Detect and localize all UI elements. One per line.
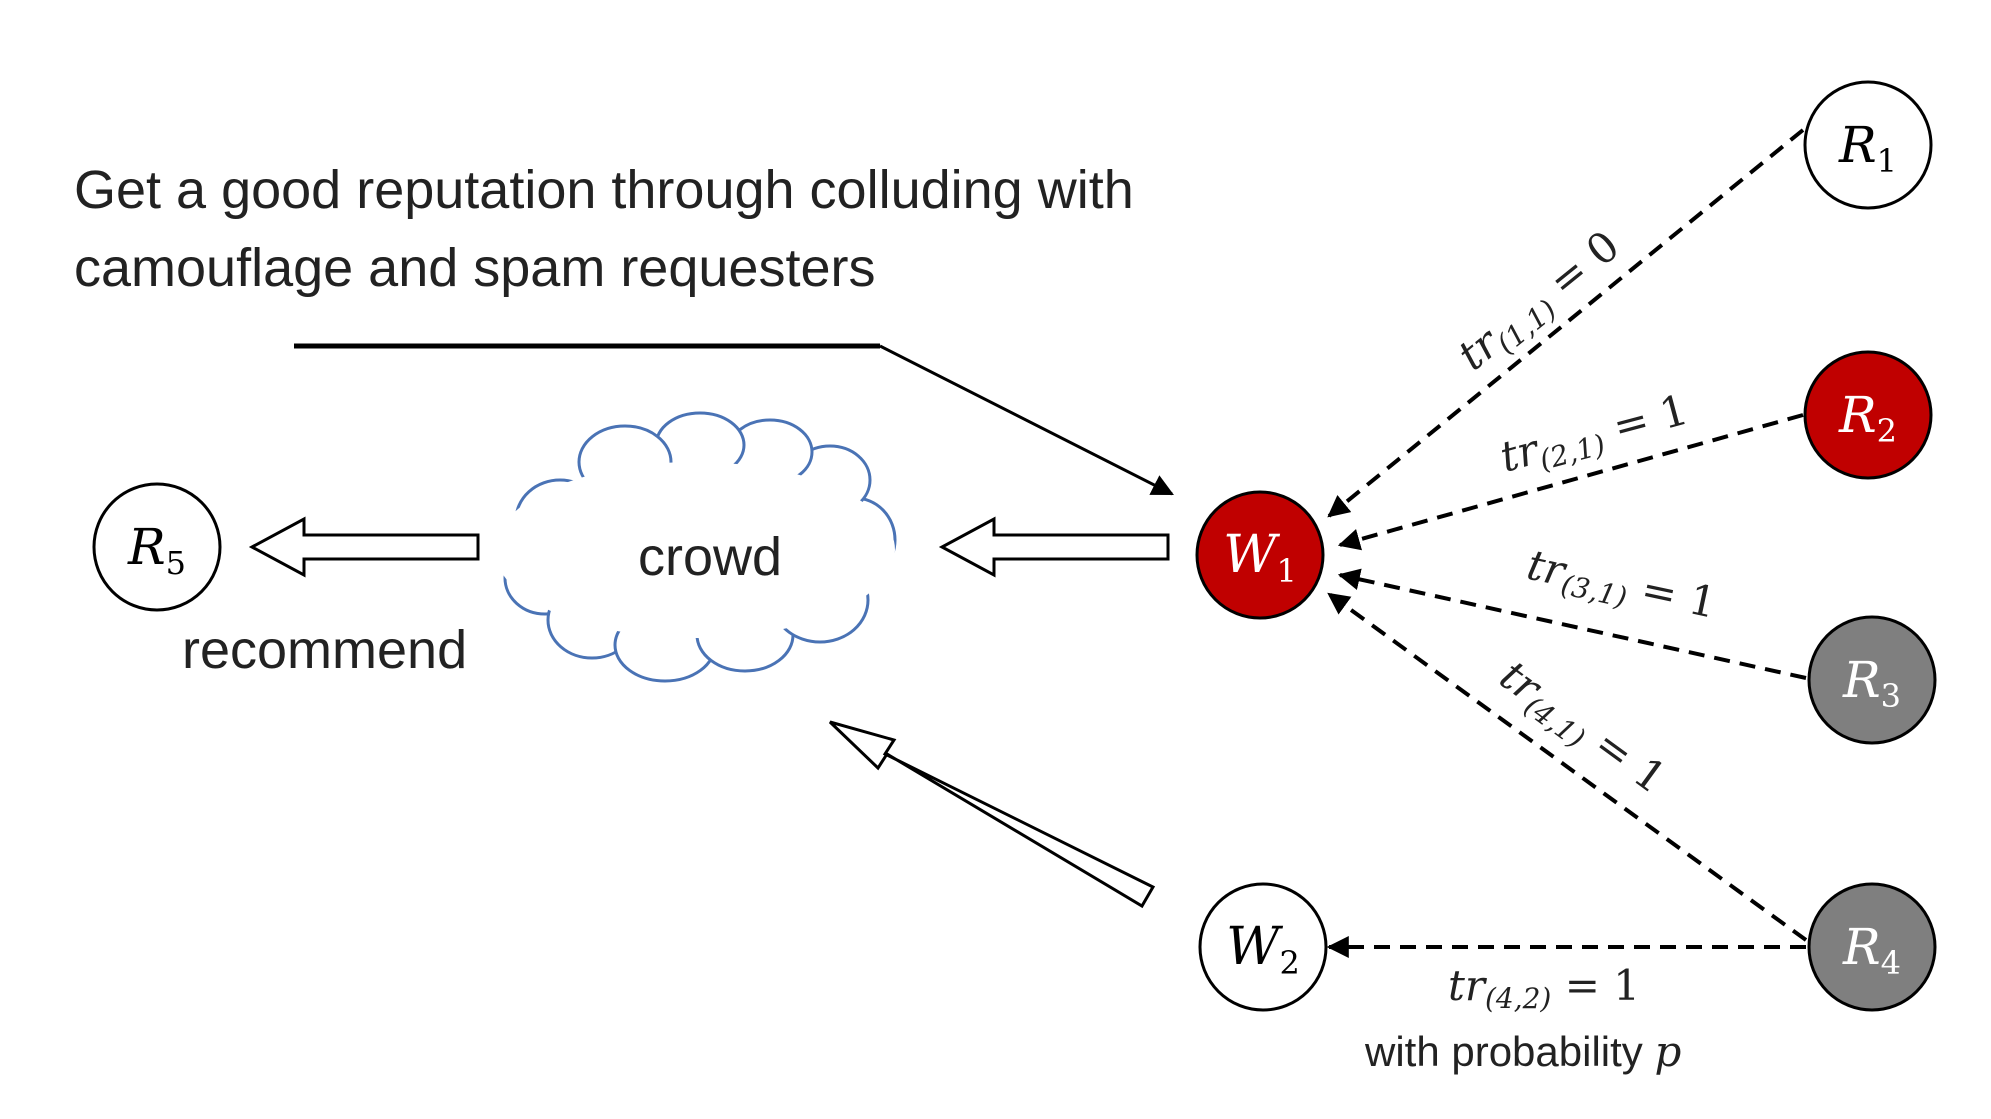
svg-text:W2: W2 [1226, 917, 1300, 982]
svg-text:R5: R5 [127, 518, 186, 582]
node-w2: W2 [1198, 882, 1328, 1012]
svg-text:W1: W1 [1223, 525, 1297, 590]
edge-label-tr-1-1: tr(1,1) = 0 [1448, 221, 1631, 384]
probability-label: with probability p [1364, 1027, 1681, 1076]
edge-label-tr-4-1: tr(4,1) = 1 [1488, 650, 1675, 807]
svg-text:R2: R2 [1838, 386, 1897, 450]
node-r3: R3 [1807, 615, 1937, 745]
recommend-label: recommend [182, 620, 467, 680]
node-r5: R5 [92, 482, 222, 612]
node-w1: W1 [1195, 490, 1325, 620]
crowd-cloud: crowd [495, 411, 897, 683]
edge-r3-w1 [1337, 568, 1807, 680]
heading-line-2: camouflage and spam requesters [74, 238, 875, 298]
svg-text:R4: R4 [1842, 918, 1901, 982]
hollow-arrow-crowd-to-r5 [248, 516, 480, 578]
edge-label-tr-4-2: tr(4,2) = 1 [1448, 961, 1640, 1015]
edge-r4-w1 [1327, 592, 1808, 942]
hollow-arrow-w1-to-crowd [938, 516, 1170, 578]
node-r4: R4 [1807, 882, 1937, 1012]
heading-line-1: Get a good reputation through colluding … [74, 160, 1134, 220]
heading-pointer-arrow [879, 344, 1174, 496]
svg-text:R3: R3 [1842, 651, 1901, 715]
edge-r1-w1 [1327, 128, 1805, 518]
hollow-arrow-w2-to-crowd [828, 720, 1156, 909]
edge-r2-w1 [1337, 413, 1804, 551]
svg-text:R1: R1 [1838, 116, 1897, 180]
node-r2: R2 [1803, 350, 1933, 480]
edge-label-tr-2-1: tr(2,1) = 1 [1495, 385, 1694, 487]
node-r1: R1 [1803, 80, 1933, 210]
edge-label-tr-3-1: tr(3,1) = 1 [1522, 540, 1721, 633]
crowd-label: crowd [638, 527, 782, 587]
